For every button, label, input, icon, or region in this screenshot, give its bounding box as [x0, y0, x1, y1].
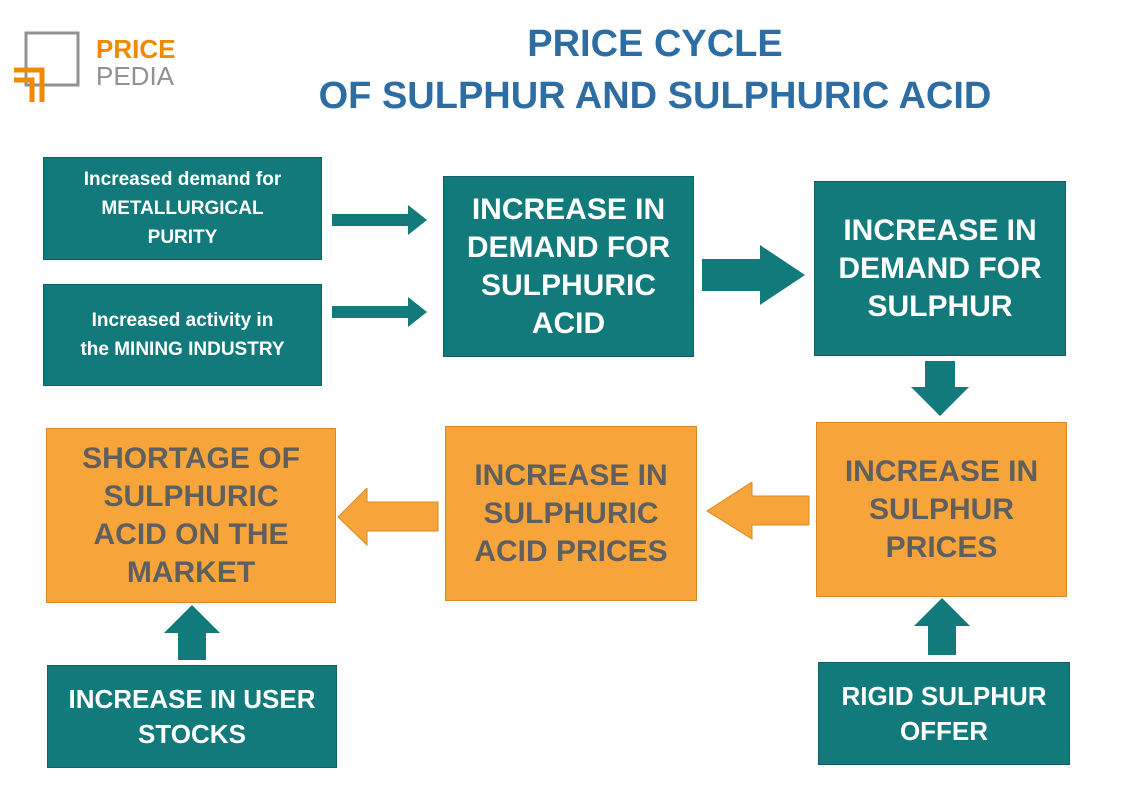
- demand-sulphur-to-sulphur-prices-arrow: [911, 361, 969, 416]
- acid-prices-to-shortage-arrow: [337, 488, 439, 546]
- page-title-line1: PRICE CYCLE: [527, 23, 783, 65]
- demand-sulphur-box: INCREASE IN DEMAND FOR SULPHUR: [814, 181, 1066, 356]
- mining-activity-box: Increased activity in the MINING INDUSTR…: [43, 284, 322, 386]
- pricepedia-logo: PRICE PEDIA: [12, 30, 182, 105]
- logo-mark-icon: [14, 31, 80, 102]
- mining-to-demand-acid-arrow: [332, 297, 427, 327]
- logo-text-price: PRICE: [96, 34, 176, 64]
- rigid-sulphur-offer-box: RIGID SULPHUR OFFER: [818, 662, 1070, 765]
- sulphuric-acid-prices-box: INCREASE IN SULPHURIC ACID PRICES: [445, 426, 697, 601]
- metallurgical-to-demand-acid-arrow: [332, 205, 427, 235]
- user-stocks-box: INCREASE IN USER STOCKS: [47, 665, 337, 768]
- sulphur-prices-to-acid-prices-arrow: [706, 482, 810, 540]
- shortage-box: SHORTAGE OF SULPHURIC ACID ON THE MARKET: [46, 428, 336, 603]
- rigid-offer-to-sulphur-prices-arrow: [914, 598, 970, 655]
- demand-acid-to-demand-sulphur-arrow: [702, 245, 805, 305]
- sulphur-prices-box: INCREASE IN SULPHUR PRICES: [816, 422, 1067, 597]
- user-stocks-to-shortage-arrow: [164, 605, 220, 660]
- logo-text-pedia: PEDIA: [96, 61, 175, 91]
- demand-sulphuric-acid-box: INCREASE IN DEMAND FOR SULPHURIC ACID: [443, 176, 694, 357]
- page-title-line2: OF SULPHUR AND SULPHURIC ACID: [318, 75, 992, 117]
- metallurgical-demand-box: Increased demand for METALLURGICAL PURIT…: [43, 157, 322, 260]
